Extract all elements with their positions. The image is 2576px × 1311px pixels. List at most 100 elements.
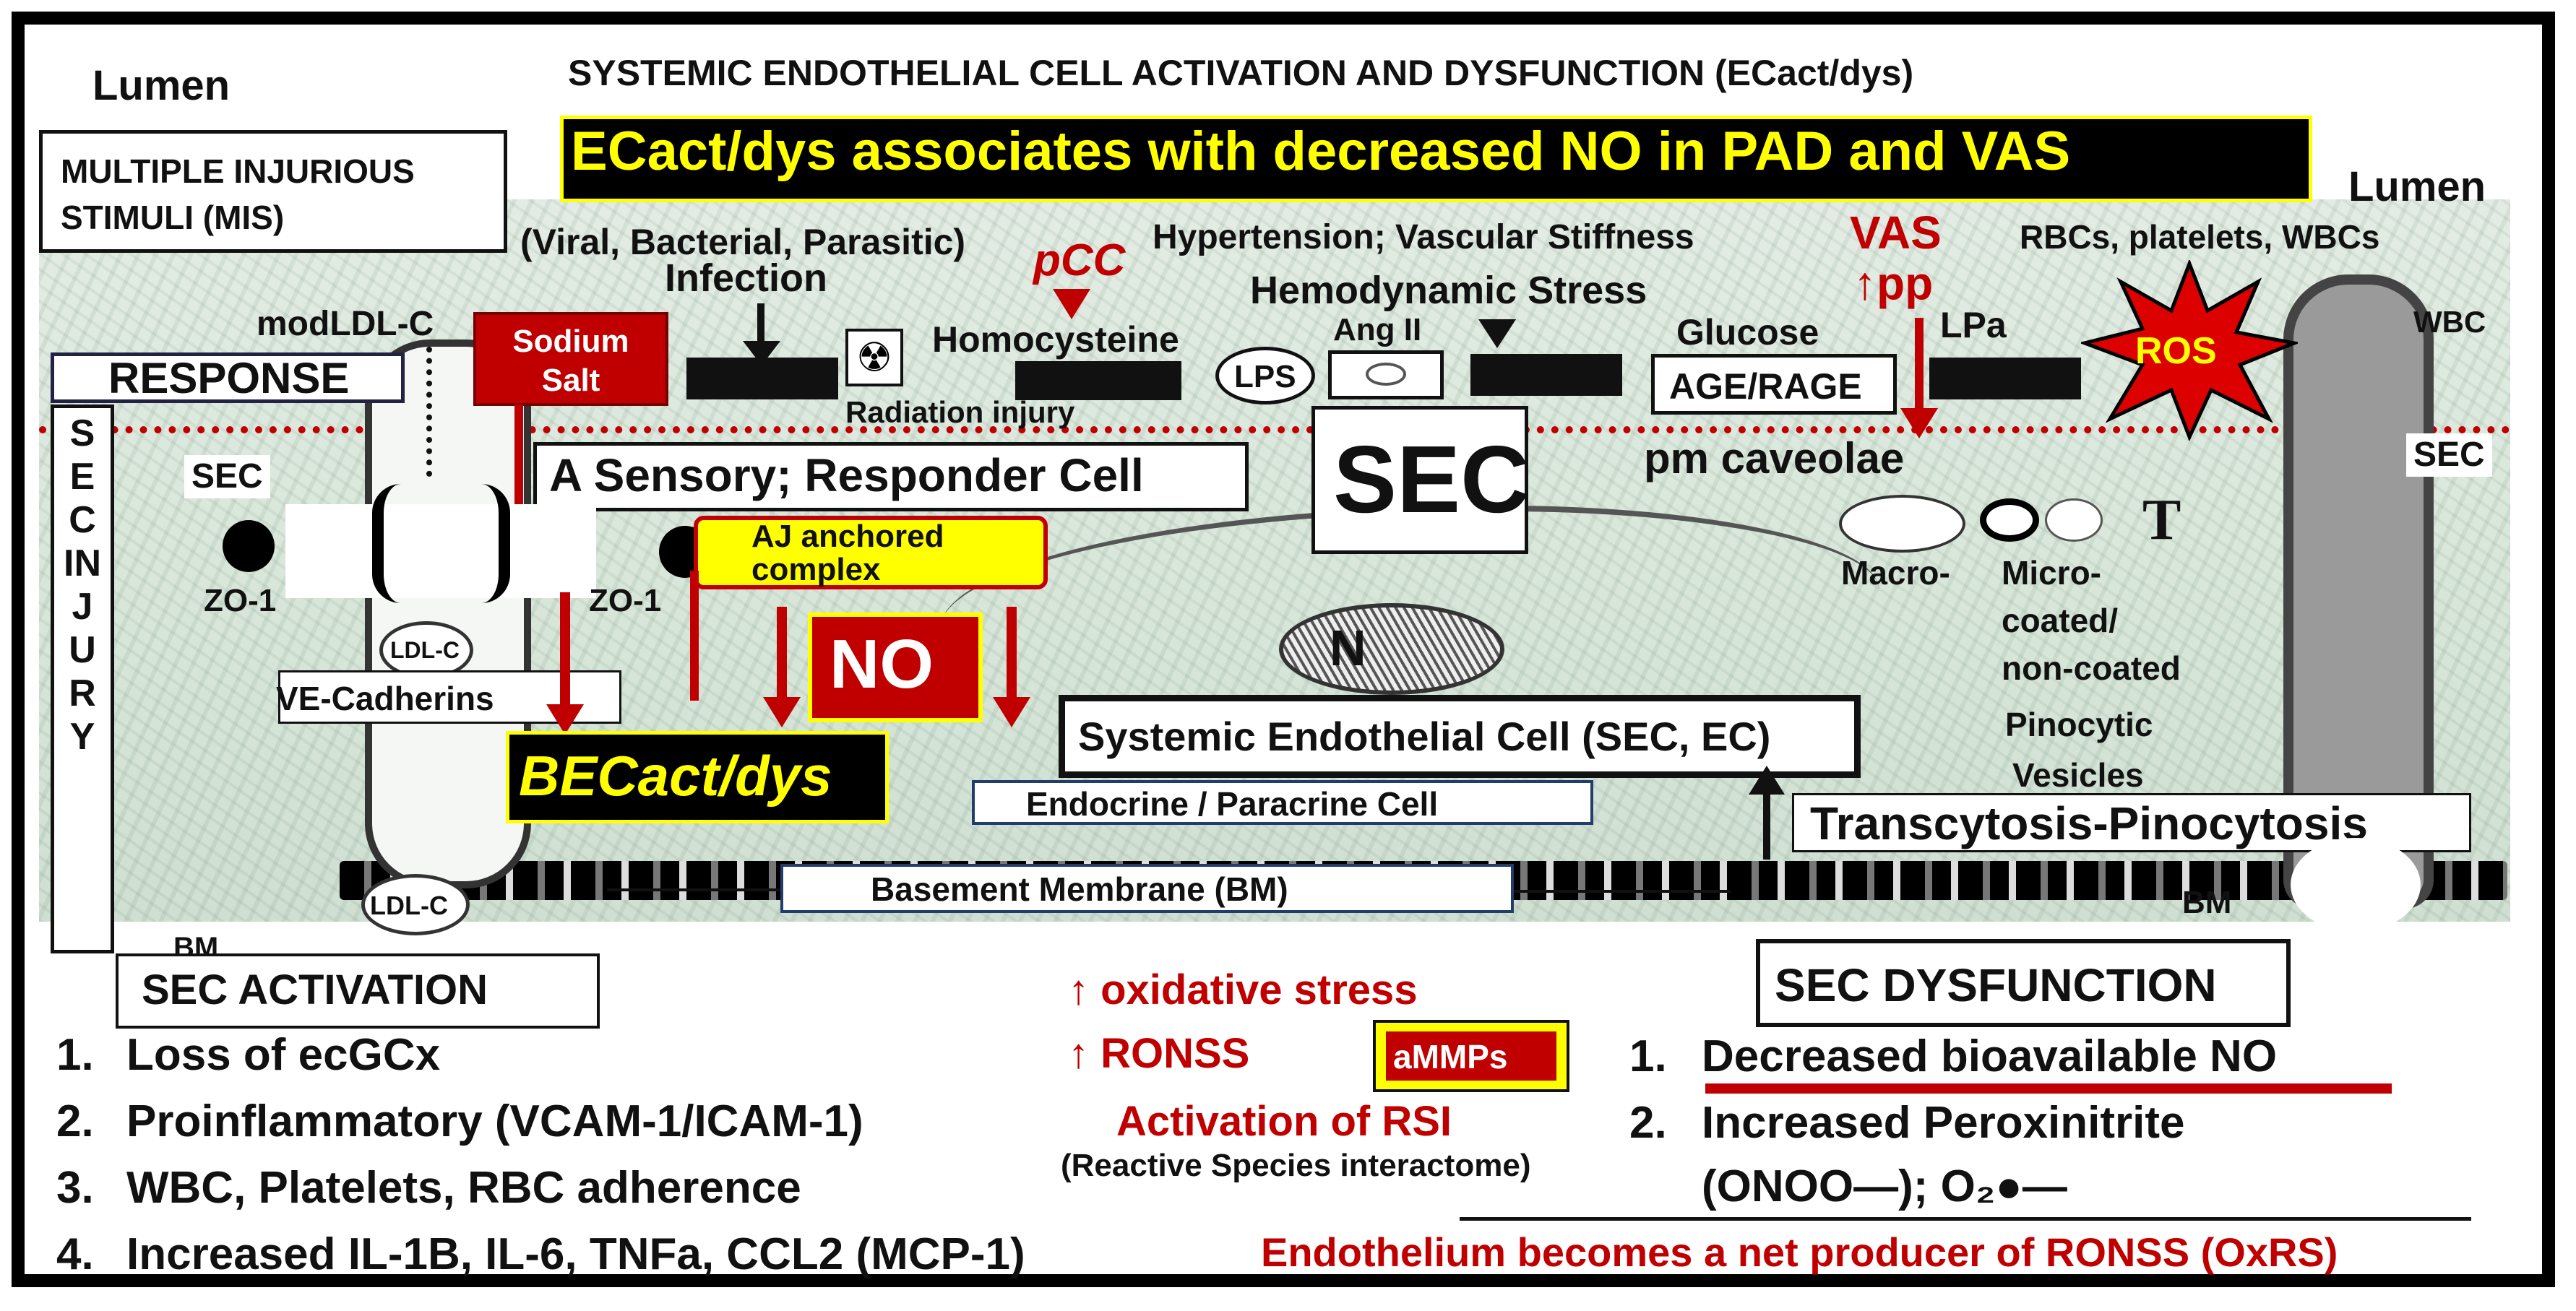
dysfunction-title-box <box>1756 939 2291 1027</box>
aj-text: AJ anchored complex <box>751 519 944 587</box>
response-box <box>51 352 405 403</box>
lps-oval <box>1215 347 1315 404</box>
ros-burst <box>2081 260 2298 441</box>
caveolae-dotted-line <box>39 426 2510 433</box>
vesicles-label: Vesicles <box>2012 756 2144 794</box>
viral-label: (Viral, Bacterial, Parasitic) <box>520 222 966 262</box>
ang-oval <box>1366 363 1406 386</box>
infection-arrowhead <box>743 341 780 365</box>
ldlc-top-label: LDL-C <box>390 637 460 663</box>
tight-junction-block <box>285 504 596 598</box>
red-arrow-left-shaft <box>560 592 570 708</box>
coated-label: coated/ <box>2002 602 2119 639</box>
rsi-sub-label: (Reactive Species interactome) <box>1061 1148 1531 1183</box>
red-arrow-right-shaft <box>1007 607 1017 701</box>
dysfunction-item-2: Increased Peroxinitrite <box>1702 1098 2185 1148</box>
bm-white-oval <box>2291 838 2421 932</box>
activation-num-3: 3. <box>56 1163 94 1213</box>
activation-title-box <box>116 953 600 1029</box>
sodium-salt-text: Sodium Salt <box>512 324 629 398</box>
aj-box <box>694 516 1048 589</box>
sec-injury-text: SEC INJURY <box>64 412 101 758</box>
ros-text: ROS <box>2135 330 2217 372</box>
systemic-ec-box <box>1059 695 1861 778</box>
lps-label: LPS <box>1234 359 1296 394</box>
becact-box <box>506 731 889 823</box>
pinocytic-label: Pinocytic <box>2005 706 2153 743</box>
micro-coated-vesicle <box>1980 498 2039 542</box>
transcytosis-arrow-shaft <box>1763 787 1770 860</box>
ronss-label: ↑ RONSS <box>1068 1030 1250 1077</box>
pp-label: ↑pp <box>1853 257 1934 309</box>
sensory-text: A Sensory; Responder Cell <box>549 449 1144 501</box>
footer-divider <box>1460 1217 2471 1221</box>
ang-label: Ang II <box>1333 312 1422 347</box>
dysfunction-underline <box>1705 1083 2392 1094</box>
glucose-label: Glucose <box>1676 312 1819 352</box>
pcc-label: pCC <box>1033 235 1126 285</box>
vas-red-line <box>1915 318 1924 412</box>
ldlc-bottom-oval <box>361 874 470 935</box>
junction-bracket-left <box>372 484 427 603</box>
lpa-label: LPa <box>1940 305 2007 345</box>
rsi-label: Activation of RSI <box>1116 1098 1452 1145</box>
dysfunction-num-1: 1. <box>1629 1031 1667 1081</box>
bm-label: Basement Membrane (BM) <box>871 870 1288 908</box>
red-arrow-mid-head <box>763 697 801 727</box>
homocysteine-label: Homocysteine <box>932 319 1179 360</box>
pcc-arrowhead <box>1053 289 1090 319</box>
activation-item-4: Increased IL-1B, IL-6, TNFa, CCL2 (MCP-1… <box>126 1229 1025 1279</box>
activation-item-3: WBC, Platelets, RBC adherence <box>126 1163 801 1213</box>
ldlc-bottom-label: LDL-C <box>370 891 448 920</box>
activation-item-1: Loss of ecGCx <box>126 1030 441 1080</box>
vas-arrowhead <box>1900 408 1938 438</box>
modldl-dotted-arrow <box>426 347 432 477</box>
homocysteine-bar <box>1015 361 1181 400</box>
activation-num-1: 1. <box>56 1030 94 1080</box>
micro-label: Micro- <box>2002 554 2101 592</box>
ammps-inner <box>1386 1031 1556 1081</box>
lumen-right-label: Lumen <box>2348 163 2486 210</box>
bm-arrow-left <box>607 888 780 891</box>
lumen-left-label: Lumen <box>92 62 231 109</box>
ros-star <box>2081 260 2298 441</box>
red-arrow-left-head <box>546 704 584 735</box>
pm-caveolae-label: pm caveolae <box>1644 434 1905 483</box>
no-box <box>808 613 983 722</box>
onoo-label: (ONOO—); O₂●— <box>1702 1161 2067 1211</box>
noncoated-label: non-coated <box>2002 649 2181 687</box>
macro-vesicle <box>1839 495 1965 553</box>
bm-box <box>780 864 1514 913</box>
top-title: SYSTEMIC ENDOTHELIAL CELL ACTIVATION AND… <box>568 53 1914 93</box>
mis-box <box>39 130 507 253</box>
radiation-icon: ☢ <box>845 329 903 386</box>
wbc-label: WBC <box>2413 305 2486 339</box>
zo1-right-label: ZO-1 <box>589 583 662 618</box>
hypertension-label: Hypertension; Vascular Stiffness <box>1153 218 1694 256</box>
banner-text: ECact/dys associates with decreased NO i… <box>571 121 2071 182</box>
activation-item-2: Proinflammatory (VCAM-1/ICAM-1) <box>126 1096 863 1146</box>
salt-red-line <box>514 404 523 513</box>
endocrine-box <box>972 780 1593 825</box>
micro-noncoated-vesicle <box>2045 498 2103 542</box>
infection-label: Infection <box>665 256 827 300</box>
sensory-box <box>533 442 1249 511</box>
banner <box>560 116 2312 202</box>
ammps-text: aMMPs <box>1393 1038 1508 1076</box>
vas-label: VAS <box>1850 207 1942 259</box>
activation-num-2: 2. <box>56 1096 94 1146</box>
sec-right-label: SEC <box>2406 433 2492 477</box>
activation-title: SEC ACTIVATION <box>142 966 488 1013</box>
activation-num-4: 4. <box>56 1229 94 1279</box>
sodium-salt-box <box>473 312 668 406</box>
hemodynamic-arrowhead <box>1478 319 1516 348</box>
lpa-bar <box>1929 358 2081 399</box>
no-text: NO <box>830 626 934 703</box>
aj-red-line <box>690 571 699 701</box>
macro-label: Macro- <box>1841 554 1950 592</box>
bm-arrow-right <box>1514 890 1731 893</box>
dysfunction-num-2: 2. <box>1629 1098 1667 1148</box>
hemodynamic-bar <box>1470 354 1622 396</box>
age-rage-text: AGE/RAGE <box>1669 366 1862 407</box>
modldl-label: modLDL-C <box>257 305 434 343</box>
